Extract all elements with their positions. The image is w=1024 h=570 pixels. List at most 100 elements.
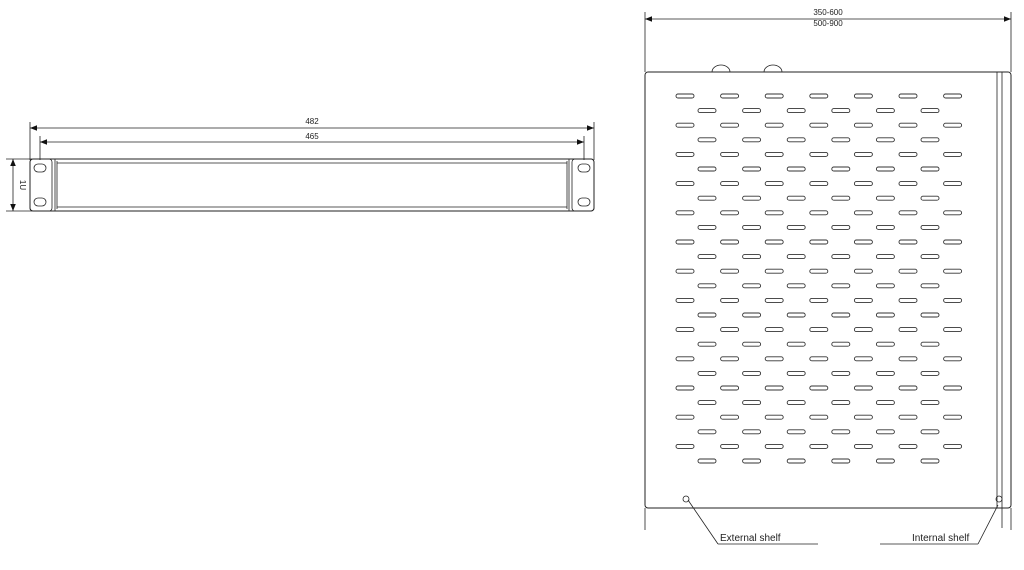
ventilation-slot (920, 283, 940, 289)
ventilation-slot (853, 210, 873, 216)
ventilation-slot (764, 268, 784, 274)
ventilation-slot (742, 312, 762, 318)
ventilation-slot (831, 341, 851, 347)
ventilation-slot (898, 210, 918, 216)
ventilation-slot (697, 166, 717, 172)
ventilation-slot (786, 312, 806, 318)
ventilation-slot (786, 458, 806, 464)
ventilation-slot (853, 239, 873, 245)
mounting-hole (33, 163, 47, 173)
ventilation-slot (920, 400, 940, 406)
dimension-depth: 350-600 500-900 (644, 8, 1012, 72)
ventilation-slot (898, 356, 918, 362)
ventilation-slot (697, 429, 717, 435)
ventilation-slot (831, 400, 851, 406)
ventilation-slot (697, 341, 717, 347)
ventilation-slot (898, 93, 918, 99)
ventilation-slot (675, 181, 695, 187)
ventilation-slot (720, 297, 740, 303)
ventilation-slot (675, 356, 695, 362)
ventilation-slot (875, 166, 895, 172)
ventilation-slot (786, 224, 806, 230)
ventilation-slot (853, 122, 873, 128)
ventilation-slot (786, 166, 806, 172)
dimension-465: 465 (39, 132, 585, 160)
ventilation-slot (831, 370, 851, 376)
knob (763, 64, 783, 73)
ventilation-slot (764, 414, 784, 420)
ventilation-slot (720, 443, 740, 449)
ventilation-slot (786, 137, 806, 143)
mounting-hole (577, 197, 591, 207)
ventilation-slot (786, 370, 806, 376)
ventilation-slot (831, 108, 851, 114)
ventilation-slot (875, 254, 895, 260)
ventilation-slot (764, 122, 784, 128)
ventilation-slot (720, 122, 740, 128)
ventilation-slot (742, 429, 762, 435)
ventilation-slot (764, 239, 784, 245)
ventilation-slot (809, 385, 829, 391)
ventilation-slot (786, 254, 806, 260)
ventilation-slot (853, 327, 873, 333)
ventilation-slot (720, 414, 740, 420)
ventilation-slot (809, 93, 829, 99)
ventilation-slot (697, 254, 717, 260)
ventilation-slot (809, 268, 829, 274)
ventilation-slot (720, 356, 740, 362)
ventilation-slot (875, 341, 895, 347)
ventilation-slot (742, 195, 762, 201)
ventilation-slot (742, 224, 762, 230)
ventilation-slot (697, 400, 717, 406)
ventilation-slot (764, 443, 784, 449)
ventilation-slot (675, 443, 695, 449)
ventilation-slot (943, 356, 963, 362)
depth-range-1-label: 350-600 (813, 8, 843, 17)
ventilation-slot (764, 297, 784, 303)
dimension-482: 482 (29, 117, 595, 160)
ventilation-slot (943, 210, 963, 216)
width-outer-label: 482 (305, 117, 319, 126)
screw-hole (995, 495, 1003, 503)
ventilation-slot (742, 137, 762, 143)
ventilation-slot (809, 210, 829, 216)
ventilation-slot (675, 268, 695, 274)
ventilation-slot (875, 429, 895, 435)
ventilation-slot (898, 414, 918, 420)
ventilation-slot (898, 297, 918, 303)
ventilation-slot (831, 224, 851, 230)
ventilation-slot (853, 414, 873, 420)
width-inner-label: 465 (305, 132, 319, 141)
ventilation-slot (920, 108, 940, 114)
mounting-hole (33, 197, 47, 207)
ventilation-slot (875, 370, 895, 376)
ventilation-slot (786, 283, 806, 289)
ventilation-slot (786, 429, 806, 435)
ventilation-slot (943, 181, 963, 187)
ventilation-slot (720, 385, 740, 391)
ventilation-slot (943, 239, 963, 245)
ventilation-slot (898, 385, 918, 391)
dimension-1u: 1U (6, 158, 32, 212)
ventilation-slot (764, 151, 784, 157)
internal-shelf-label: Internal shelf (912, 533, 969, 544)
ventilation-slot (742, 341, 762, 347)
ventilation-slot (675, 122, 695, 128)
ventilation-slot (742, 458, 762, 464)
ventilation-slot (809, 327, 829, 333)
ventilation-slot (875, 283, 895, 289)
ventilation-slot (875, 224, 895, 230)
height-label: 1U (18, 180, 27, 190)
ventilation-slot (720, 239, 740, 245)
ventilation-slot (920, 370, 940, 376)
knob (711, 64, 731, 73)
ventilation-slot (764, 327, 784, 333)
ventilation-slot (943, 151, 963, 157)
ventilation-slot (943, 93, 963, 99)
rack-panel (29, 158, 595, 212)
ventilation-slot (853, 443, 873, 449)
ventilation-slot (920, 224, 940, 230)
ventilation-slot (920, 312, 940, 318)
ventilation-slot (720, 93, 740, 99)
ventilation-slot (943, 268, 963, 274)
